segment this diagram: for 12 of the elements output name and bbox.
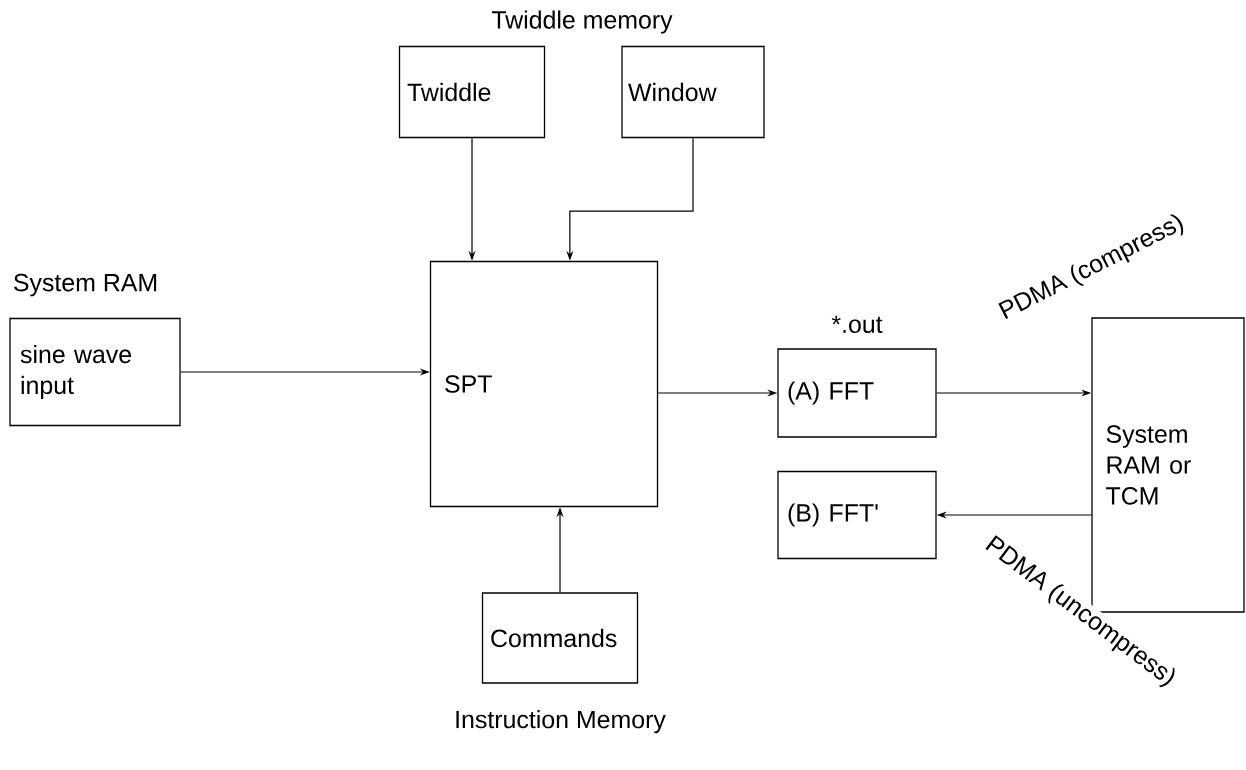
memory-box: Twiddle bbox=[398, 45, 546, 139]
group-label: Twiddle memory bbox=[491, 10, 673, 34]
output-box: (B) FFT' bbox=[777, 470, 937, 560]
node-label: Instruction Memory bbox=[456, 710, 666, 734]
memory-box: Window bbox=[621, 45, 765, 139]
output-box: (A) FFT bbox=[777, 348, 937, 438]
input-box: sine wave input bbox=[9, 317, 181, 427]
memory-box: Commands bbox=[481, 592, 639, 684]
memory-box: System RAM or TCM bbox=[1091, 317, 1245, 613]
processor-box: SPT bbox=[429, 260, 659, 508]
node-label: *.out bbox=[831, 315, 883, 334]
heading: System RAM bbox=[14, 273, 157, 297]
